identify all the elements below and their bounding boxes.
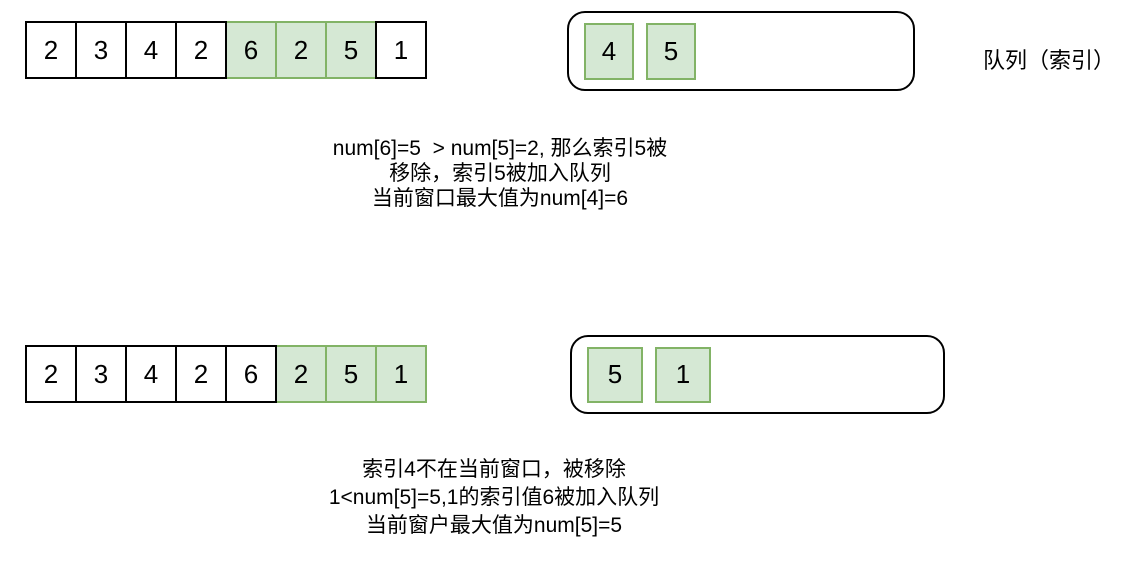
array-cell: 1 bbox=[375, 21, 427, 79]
queue-item: 4 bbox=[584, 22, 634, 80]
caption-line: 移除，索引5被加入队列 bbox=[389, 162, 611, 185]
array-cell: 1 bbox=[375, 345, 427, 403]
array-cell: 6 bbox=[225, 345, 277, 403]
array-cell: 3 bbox=[75, 21, 127, 79]
array-cell: 6 bbox=[225, 21, 277, 79]
array-cell: 2 bbox=[25, 21, 77, 79]
array-cell: 2 bbox=[275, 21, 327, 79]
queue-item: 1 bbox=[655, 346, 711, 403]
caption-line: 1<num[5]=5,1的索引值6被加入队列 bbox=[328, 486, 660, 509]
array-cell: 2 bbox=[275, 345, 327, 403]
array-cell: 2 bbox=[25, 345, 77, 403]
caption-line: num[6]=5 > num[5]=2, 那么索引5被 bbox=[332, 137, 668, 160]
caption-step2: 索引4不在当前窗口，被移除 1<num[5]=5,1的索引值6被加入队列当前窗户最… bbox=[274, 456, 714, 540]
array-cell: 4 bbox=[125, 345, 177, 403]
array-cell: 2 bbox=[175, 345, 227, 403]
caption-line: 当前窗户最大值为num[5]=5 bbox=[365, 514, 623, 537]
array-cell: 5 bbox=[325, 21, 377, 79]
array-cell: 2 bbox=[175, 21, 227, 79]
caption-line: 当前窗口最大值为num[4]=6 bbox=[371, 187, 629, 210]
queue-label: 队列（索引） bbox=[983, 48, 1116, 73]
queue-item: 5 bbox=[587, 346, 643, 403]
queue-item: 5 bbox=[646, 22, 696, 80]
array-cell: 4 bbox=[125, 21, 177, 79]
array-cell: 3 bbox=[75, 345, 127, 403]
caption-step1: num[6]=5 > num[5]=2, 那么索引5被移除，索引5被加入队列当前… bbox=[285, 136, 715, 211]
caption-line: 索引4不在当前窗口，被移除 bbox=[362, 458, 626, 481]
array-cell: 5 bbox=[325, 345, 377, 403]
